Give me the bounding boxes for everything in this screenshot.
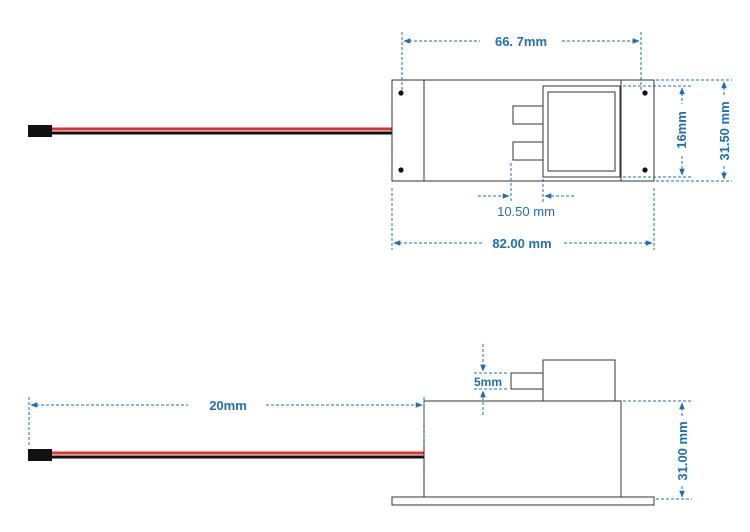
dim-pin-height: 5mm bbox=[474, 344, 509, 415]
top-view: 66. 7mm 16mm 31.50 mm 10.50 mm bbox=[28, 32, 732, 251]
side-connector bbox=[28, 449, 52, 461]
dim-plug-height-label: 16mm bbox=[674, 111, 689, 149]
side-plug bbox=[542, 359, 616, 402]
dim-pin-offset: 10.50 mm bbox=[478, 163, 574, 219]
mount-hole-icon bbox=[398, 167, 404, 173]
dim-pin-height-label: 5mm bbox=[474, 375, 502, 389]
top-wire bbox=[28, 125, 424, 137]
pin-upper bbox=[512, 105, 543, 125]
dim-lead-length: 20mm bbox=[28, 397, 425, 447]
dim-side-body-height: 31.00 mm bbox=[623, 400, 692, 500]
dim-overall-length-label: 82.00 mm bbox=[492, 236, 551, 251]
dim-plug-height: 16mm bbox=[623, 85, 692, 178]
side-base-plate bbox=[391, 496, 655, 506]
side-view: 20mm 5mm 31.00 mm bbox=[28, 344, 692, 506]
dim-pin-offset-label: 10.50 mm bbox=[497, 204, 555, 219]
side-pin bbox=[510, 372, 543, 390]
dim-body-height-label: 31.50 mm bbox=[717, 101, 732, 160]
side-body bbox=[423, 400, 622, 498]
side-wire bbox=[28, 449, 424, 461]
dim-overall-length: 82.00 mm bbox=[391, 188, 655, 251]
plug-inner bbox=[547, 91, 616, 172]
mount-hole-icon bbox=[398, 90, 404, 96]
pin-lower bbox=[512, 141, 543, 161]
mount-hole-icon bbox=[642, 90, 648, 96]
dim-body-height: 31.50 mm bbox=[656, 79, 732, 182]
mount-hole-icon bbox=[642, 167, 648, 173]
dim-hole-spacing: 66. 7mm bbox=[401, 32, 642, 90]
top-connector bbox=[28, 125, 52, 137]
dim-side-body-height-label: 31.00 mm bbox=[675, 421, 690, 480]
dim-lead-length-label: 20mm bbox=[209, 398, 247, 413]
dim-hole-spacing-label: 66. 7mm bbox=[495, 34, 547, 49]
